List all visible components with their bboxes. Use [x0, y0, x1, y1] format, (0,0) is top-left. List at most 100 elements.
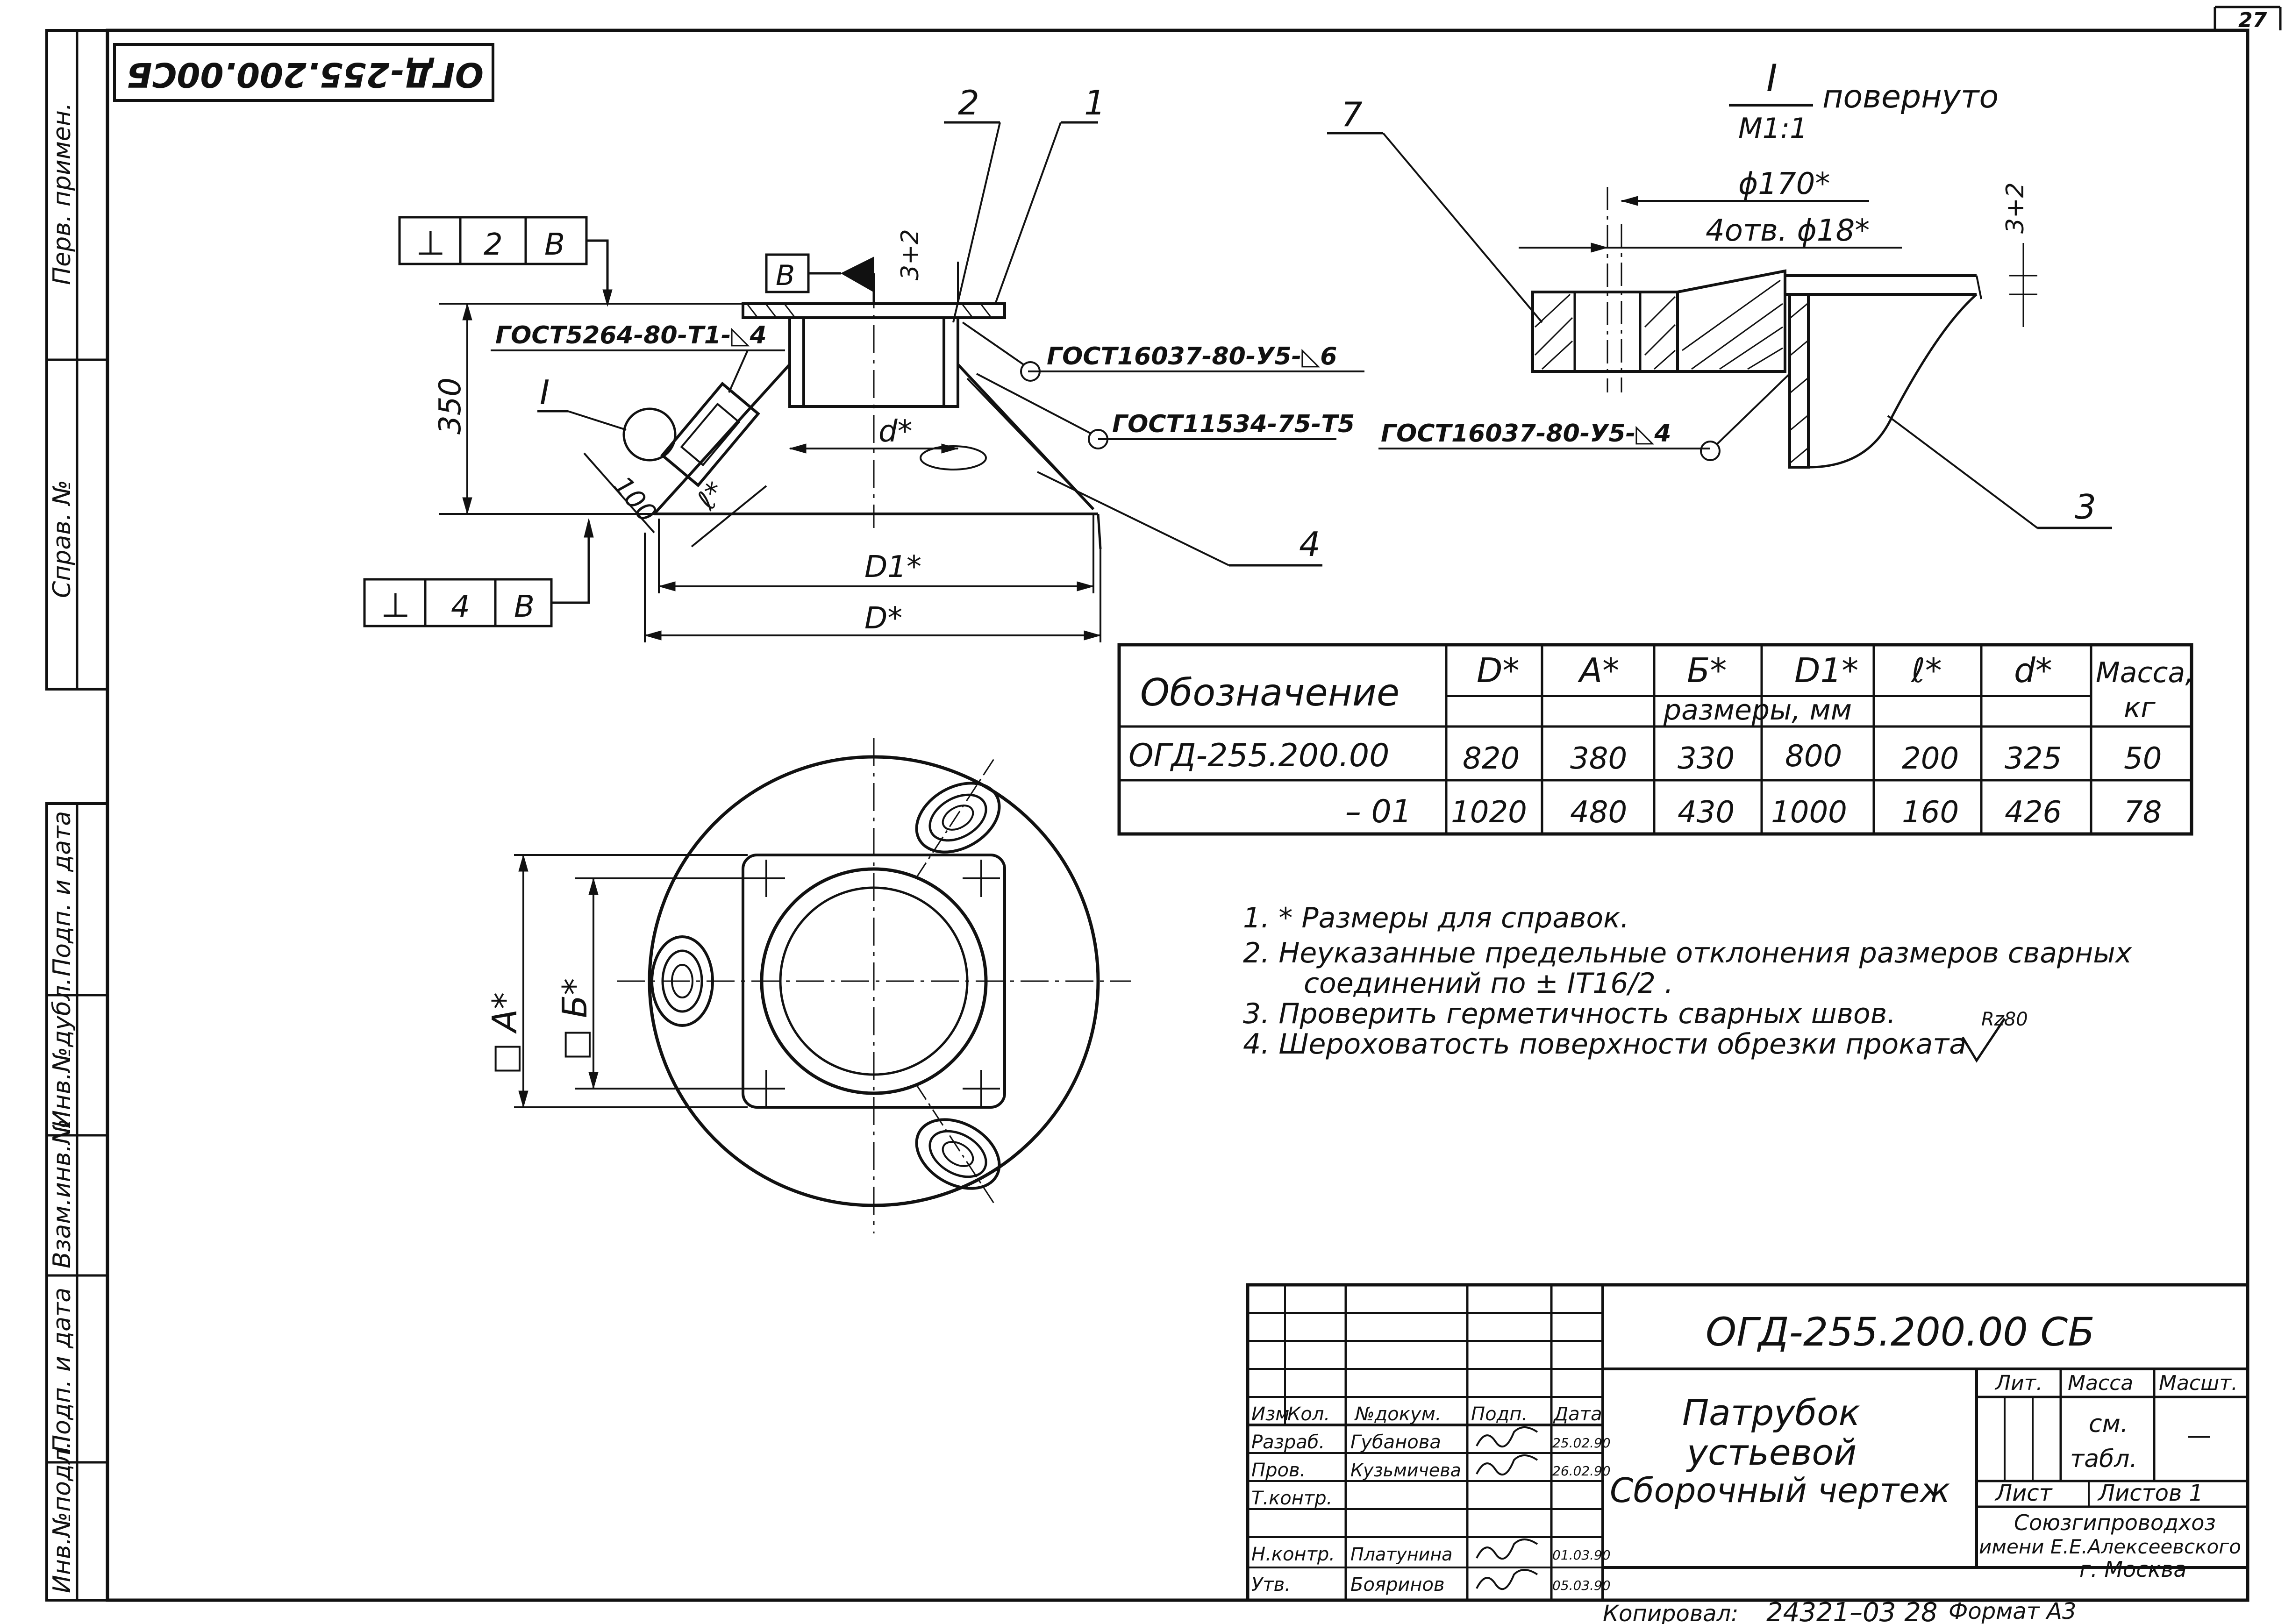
tb-name-line3: Сборочный чертеж — [1610, 1471, 1950, 1510]
table-row1-c4: 200 — [1902, 741, 1959, 776]
rotated-stamp: ОГД-255.200.00СБ — [113, 43, 494, 102]
table-h-mass: Масса, — [2096, 656, 2194, 689]
tb-nkontr: Н.контр. — [1251, 1544, 1335, 1565]
tb-utv: Утв. — [1251, 1574, 1291, 1596]
tb-org3: г. Москва — [2079, 1557, 2187, 1582]
table-row2-mass: 78 — [2124, 795, 2162, 830]
tol-top-datum: В — [544, 228, 565, 262]
table-row1-c3: 800 — [1785, 739, 1842, 774]
dim-A: □ A* — [485, 992, 524, 1075]
page-number: 27 — [2238, 8, 2267, 32]
table-h-l: ℓ* — [1910, 651, 1942, 690]
tb-massa: Масса — [2068, 1371, 2133, 1395]
table-h-A: A* — [1578, 651, 1619, 690]
detail-weld: ГОСТ16037-80-У5-◺4 — [1381, 420, 1671, 448]
side-strip: Перв. примен. Справ. № Подп. и дата Инв.… — [45, 29, 109, 1602]
note-4: 4. Шероховатость поверхности обрезки про… — [1243, 1028, 1966, 1061]
tb-org1: Союзгипроводхоз — [2014, 1510, 2216, 1535]
table-row1-c0: 820 — [1463, 741, 1520, 776]
tb-razrab-name: Губанова — [1350, 1432, 1441, 1453]
tolerance-frame-top: ⊥ 2 В — [398, 216, 613, 307]
notes: 1. * Размеры для справок. 2. Неуказанные… — [1243, 902, 2132, 1063]
footer: Копировал: 24321–03 28 Формат А3 — [1603, 1597, 2076, 1624]
tol-top-symbol: ⊥ — [416, 223, 445, 263]
table-row2-c4: 160 — [1902, 795, 1959, 830]
table-row2-c5: 426 — [2005, 795, 2062, 830]
tb-masht: Масшт. — [2159, 1371, 2238, 1395]
detail-leader-3: 3 — [2075, 487, 2096, 527]
tb-col-data: Дата — [1553, 1403, 1602, 1425]
roughness-symbol — [1961, 1018, 2006, 1063]
tb-razrab: Разраб. — [1251, 1432, 1325, 1453]
tb-name-line2: устьевой — [1686, 1432, 1857, 1473]
dim-350: 350 — [433, 378, 468, 434]
table-row1-mass: 50 — [2124, 741, 2162, 776]
tb-prov-name: Кузьмичева — [1350, 1460, 1461, 1481]
tol-top-value: 2 — [484, 228, 503, 262]
footer-kopiroval: Копировал: — [1603, 1601, 1738, 1624]
tol-bottom-datum: В — [514, 590, 535, 624]
side-label-inv-podl: Инв.№подл. — [48, 1441, 76, 1593]
table-row2-c2: 430 — [1678, 795, 1735, 830]
table-row1-c1: 380 — [1570, 741, 1627, 776]
table-row2-c0: 1020 — [1451, 795, 1527, 830]
dim-d: d* — [878, 414, 913, 449]
leader-1: 1 — [1084, 83, 1106, 122]
note-3: 3. Проверить герметичность сварных швов. — [1243, 997, 1896, 1030]
tb-prov-date: 26.02.90 — [1552, 1463, 1611, 1479]
tolerance-frame-bottom: ⊥ 4 В — [363, 518, 594, 627]
weld-gost11534: ГОСТ11534-75-Т5 — [1112, 410, 1355, 438]
table-h-D: D* — [1477, 651, 1519, 690]
rotated-stamp-code: ОГД-255.200.00СБ — [127, 55, 484, 94]
table-row2-c3: 1000 — [1771, 795, 1847, 830]
tb-list: Лист — [1994, 1480, 2053, 1506]
tb-utv-signature — [1476, 1569, 1538, 1590]
dim-B: □ Б* — [555, 978, 594, 1061]
table-row2-c1: 480 — [1570, 795, 1627, 830]
tb-col-podp: Подп. — [1471, 1403, 1528, 1425]
table-row1-name: ОГД-255.200.00 — [1128, 737, 1389, 774]
side-label-vzam: Взам.инв.№ — [48, 1119, 76, 1268]
table-h-d: d* — [2014, 651, 2052, 690]
weld-gost16037: ГОСТ16037-80-У5-◺6 — [1047, 342, 1337, 370]
note-2b: соединений по ± IT16/2 . — [1304, 967, 1673, 1000]
detail-mark-I: I — [540, 373, 550, 412]
tb-nkontr-date: 01.03.90 — [1552, 1547, 1611, 1563]
table-h-D1: D1* — [1794, 651, 1858, 690]
tb-utv-date: 05.03.90 — [1552, 1578, 1611, 1593]
side-label-podp1: Подп. и дата — [48, 811, 76, 976]
dim-D1: D1* — [864, 550, 921, 584]
note-2: 2. Неуказанные предельные отклонения раз… — [1243, 937, 2132, 969]
side-label-perv: Перв. примен. — [48, 103, 76, 285]
tb-prov-signature — [1476, 1454, 1538, 1476]
dim-D: D* — [864, 601, 902, 636]
side-label-podp2: Подп. и дата — [48, 1288, 76, 1453]
detail-title-mark: I — [1766, 57, 1778, 100]
datum-b-letter: В — [776, 259, 795, 292]
footer-format: Формат А3 — [1949, 1598, 2076, 1624]
leader-2: 2 — [958, 83, 979, 122]
side-label-sprav: Справ. № — [48, 480, 76, 598]
side-label-inv-dubl: Инв.№дубл. — [48, 977, 76, 1128]
footer-copy-no: 24321–03 28 — [1766, 1597, 1937, 1624]
dimension-table: Обозначение D* A* Б* D1* ℓ* d* Масса, кг… — [1117, 643, 2194, 836]
leader-4: 4 — [1299, 525, 1321, 564]
tb-col-izm: Изм — [1251, 1403, 1289, 1425]
detail-dim-3: 3+2 — [2001, 182, 2029, 234]
tb-prov: Пров. — [1251, 1460, 1306, 1481]
detail-rotated-label: повернуто — [1822, 78, 1999, 115]
table-header-label: Обозначение — [1140, 671, 1400, 714]
dim-3-main: 3+2 — [896, 229, 924, 280]
tb-name-line1: Патрубок — [1682, 1392, 1860, 1433]
tb-massa-val2: табл. — [2070, 1445, 2137, 1473]
tb-razrab-date: 25.02.90 — [1552, 1435, 1611, 1451]
tb-col-dokum: №докум. — [1354, 1403, 1441, 1425]
tb-masht-val: — — [2187, 1422, 2211, 1450]
tb-doc-code: ОГД-255.200.00 СБ — [1706, 1309, 2095, 1355]
detail-scale: М1:1 — [1738, 112, 1807, 145]
tb-nkontr-name: Платунина — [1350, 1544, 1452, 1565]
tb-utv-name: Бояринов — [1350, 1574, 1445, 1596]
tol-bottom-symbol: ⊥ — [381, 585, 410, 625]
table-row1-c2: 330 — [1678, 741, 1735, 776]
